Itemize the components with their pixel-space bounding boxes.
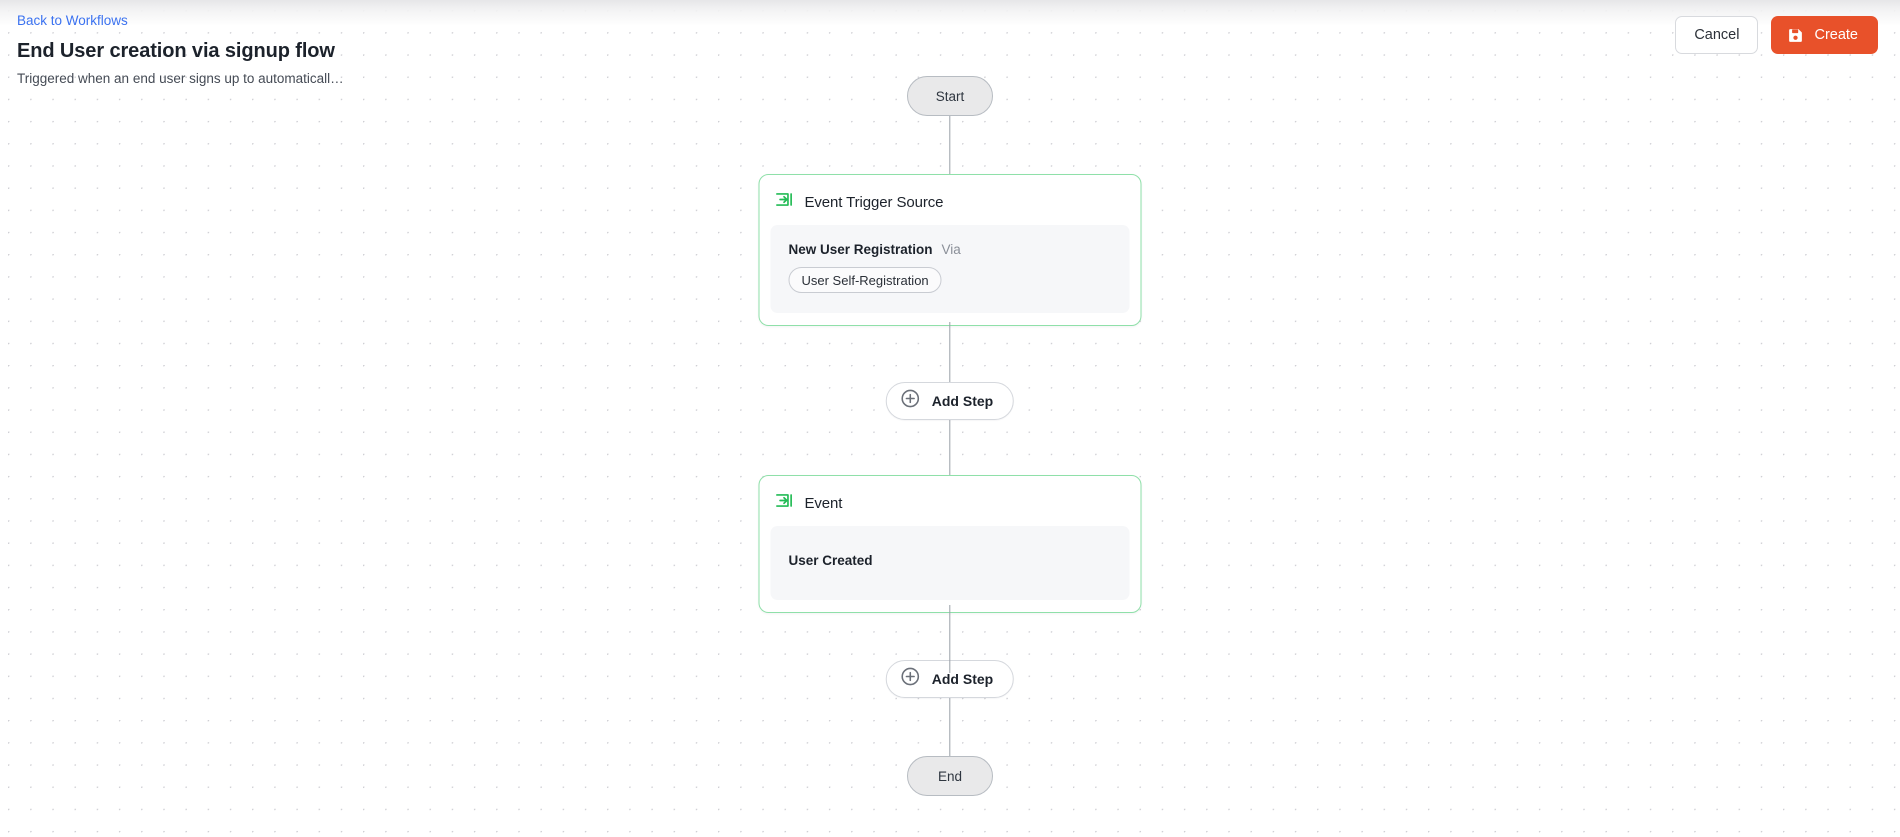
header-left-group: Back to Workflows End User creation via …: [17, 12, 344, 89]
create-button[interactable]: Create: [1771, 16, 1878, 54]
cancel-button[interactable]: Cancel: [1675, 16, 1759, 54]
node-event-trigger-source-wrapper: Event Trigger Source New User Registrati…: [758, 174, 1142, 326]
event-card[interactable]: Event User Created: [758, 475, 1142, 613]
node-event-wrapper: Event User Created: [758, 475, 1142, 613]
event-trigger-source-field-suffix: Via: [941, 242, 961, 257]
header-actions-group: Cancel Create: [1675, 16, 1878, 54]
page-title: End User creation via signup flow: [17, 40, 335, 62]
back-to-workflows-link[interactable]: Back to Workflows: [17, 13, 128, 28]
event-icon: [775, 491, 794, 515]
connector-addstep-1-to-event: [949, 420, 951, 475]
plus-circle-icon: [900, 388, 921, 414]
node-start-wrapper: Start: [907, 76, 993, 116]
connector-trigger-to-addstep-1: [949, 322, 951, 382]
event-trigger-source-header: Event Trigger Source: [771, 186, 1130, 225]
end-node[interactable]: End: [907, 756, 993, 796]
save-icon: [1787, 27, 1804, 44]
event-body: User Created: [770, 526, 1130, 600]
add-step-1-label: Add Step: [931, 393, 994, 409]
event-trigger-source-title: Event Trigger Source: [804, 193, 944, 211]
plus-circle-icon: [900, 666, 921, 692]
page-subtitle: Triggered when an end user signs up to a…: [17, 71, 344, 86]
event-trigger-source-card[interactable]: Event Trigger Source New User Registrati…: [758, 174, 1142, 326]
start-node-label: Start: [935, 88, 965, 104]
event-field-label: User Created: [788, 553, 873, 568]
create-button-label: Create: [1814, 27, 1858, 43]
event-title: Event: [804, 494, 843, 512]
add-step-2-label: Add Step: [931, 671, 994, 687]
event-trigger-source-tag[interactable]: User Self-Registration: [788, 267, 942, 293]
connector-start-to-trigger: [949, 116, 951, 174]
page-header: Back to Workflows End User creation via …: [0, 0, 1900, 104]
start-node[interactable]: Start: [907, 76, 993, 116]
event-trigger-source-field-row: New User Registration Via: [789, 242, 1112, 257]
connector-addstep-2-to-end: [949, 698, 951, 756]
node-add-step-1-wrapper: Add Step: [885, 382, 1015, 420]
event-trigger-icon: [775, 190, 794, 214]
add-step-button-1[interactable]: Add Step: [885, 382, 1015, 420]
event-trigger-source-field-label: New User Registration: [788, 242, 933, 257]
event-trigger-source-body: New User Registration Via User Self-Regi…: [770, 225, 1130, 313]
node-end-wrapper: End: [907, 756, 993, 796]
end-node-label: End: [937, 768, 963, 784]
event-header: Event: [771, 487, 1130, 526]
connector-event-to-addstep-2: [949, 605, 951, 673]
